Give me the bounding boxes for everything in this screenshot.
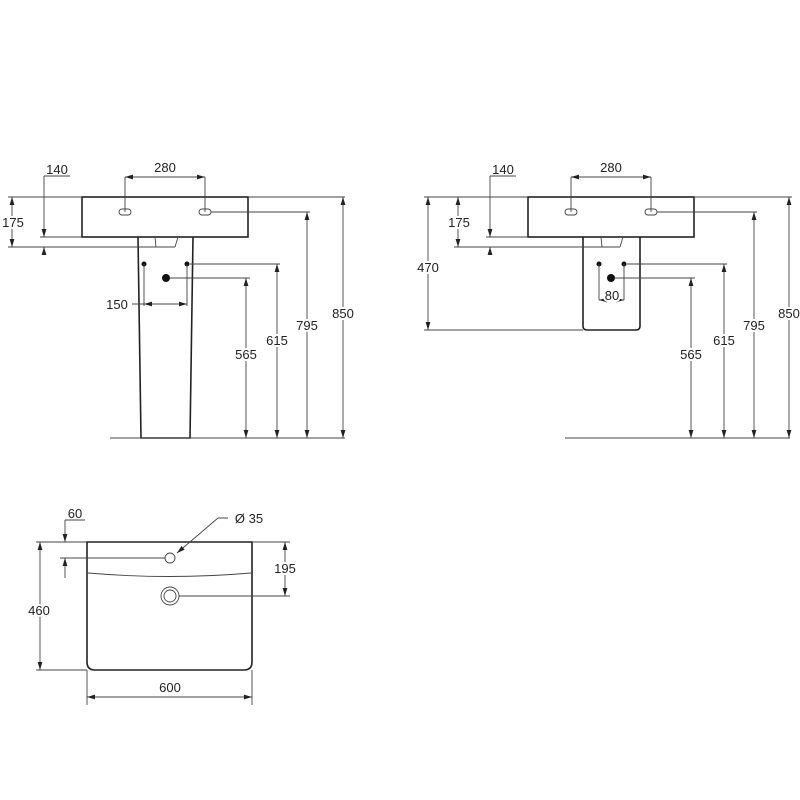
basin-top-view: 60 Ø 35 195 460 600 [26,506,298,705]
dim-850: 850 [332,306,354,321]
dim-60: 60 [68,506,82,521]
pedestal-front-view: 140 280 175 150 565 615 795 850 [0,160,356,439]
dim-140: 140 [46,162,68,177]
waste-point [607,274,615,282]
dim-565: 565 [680,347,702,362]
pedestal-outline [137,236,194,439]
basin-outline [81,196,249,238]
leader-line [176,517,219,554]
dim-615: 615 [266,333,288,348]
dim-195: 195 [274,561,296,576]
dim-795: 795 [743,318,765,333]
basin-outline [527,196,695,238]
dim-565: 565 [235,347,257,362]
dim-150: 150 [106,297,128,312]
dim-600: 600 [159,680,181,695]
dim-470: 470 [417,260,439,275]
dim-175: 175 [2,215,24,230]
dim-615: 615 [713,333,735,348]
semi-pedestal-front-view: 140 280 175 470 80 565 615 795 850 [415,160,800,439]
dim-diameter-35: Ø 35 [235,511,263,526]
basin-outline [86,541,253,671]
tap-hole [164,552,176,564]
dim-280: 280 [600,160,622,175]
semi-pedestal-outline [582,237,641,331]
dim-140: 140 [492,162,514,177]
waste-point [162,274,170,282]
dim-850: 850 [778,306,800,321]
dim-175: 175 [448,215,470,230]
basin-rim [87,572,252,577]
dim-80: 80 [605,288,619,303]
dim-280: 280 [154,160,176,175]
dim-460: 460 [28,603,50,618]
dim-795: 795 [296,318,318,333]
